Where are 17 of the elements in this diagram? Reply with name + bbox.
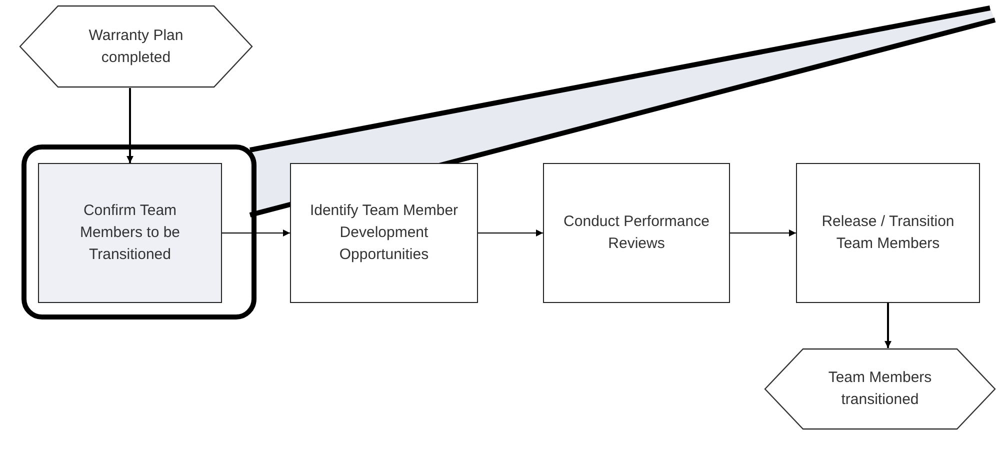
arrow [884, 303, 892, 348]
node-label: Release / Transition Team Members [820, 212, 956, 254]
arrow [730, 230, 796, 236]
process-box [543, 163, 730, 303]
node-label: Conduct Performance Reviews [562, 212, 710, 254]
arrow [478, 230, 544, 236]
terminal-hexagon [20, 5, 252, 88]
process-box [290, 163, 478, 303]
arrow [222, 230, 290, 236]
node-label: Warranty Plan completed [88, 26, 184, 68]
node-label: Identify Team Member Development Opportunities [309, 201, 459, 265]
terminal-hexagon [765, 348, 995, 430]
process-box [796, 163, 980, 303]
arrow [126, 88, 134, 163]
node-label: Confirm Team Members to be Transitioned [78, 201, 182, 265]
process-box [38, 163, 222, 303]
node-label: Team Members transitioned [827, 368, 933, 410]
